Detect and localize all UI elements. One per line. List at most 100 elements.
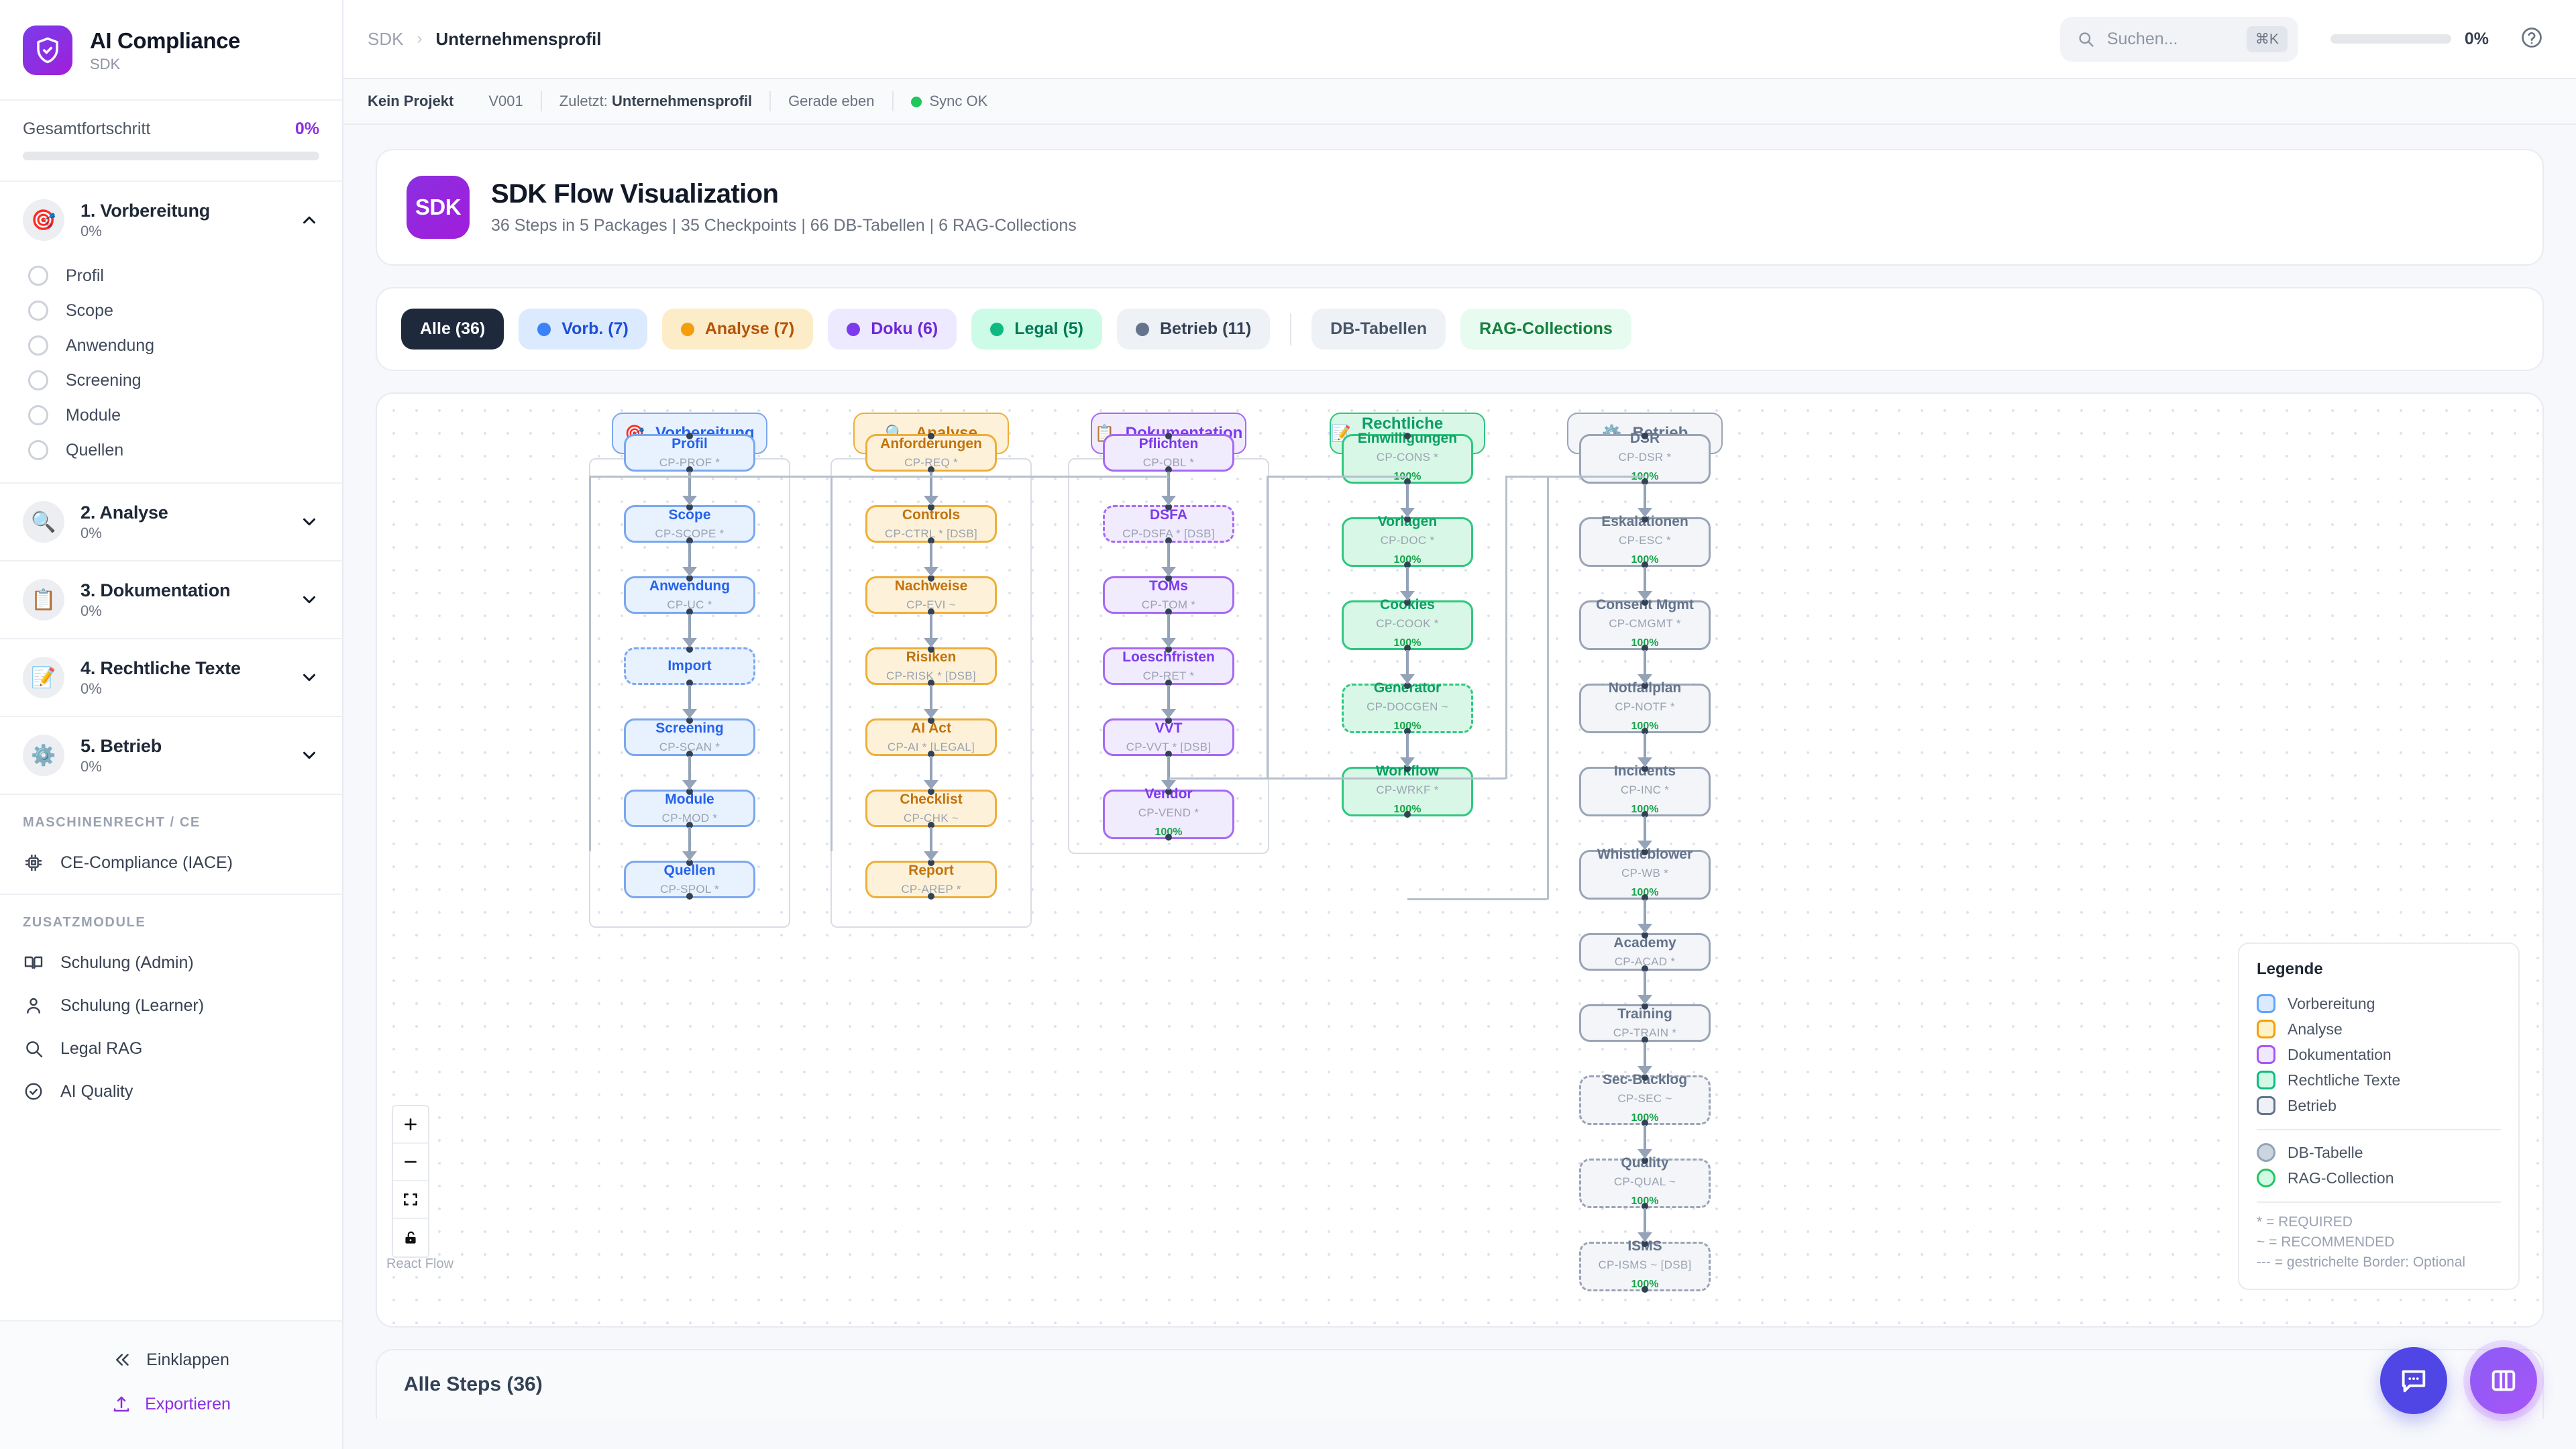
flow-node-percent: 100%	[1631, 1195, 1659, 1207]
flow-node-dsr[interactable]: DSRCP-DSR *100%	[1579, 431, 1711, 485]
sidebar-item-ai-quality[interactable]: AI Quality	[0, 1070, 342, 1113]
flow-node-workflow[interactable]: WorkflowCP-WRKF *100%	[1342, 763, 1473, 818]
filter-chip-alle-36[interactable]: Alle (36)	[401, 309, 504, 350]
flow-node-whistleblower[interactable]: WhistleblowerCP-WB *100%	[1579, 847, 1711, 901]
filter-chip-doku-6[interactable]: Doku (6)	[828, 309, 957, 350]
step-status-radio[interactable]	[28, 301, 48, 321]
legend-title: Legende	[2257, 960, 2323, 978]
sidebar-item-schulung-admin[interactable]: Schulung (Admin)	[0, 941, 342, 984]
brand-title: AI Compliance	[90, 28, 241, 53]
lock-toggle-button[interactable]	[393, 1219, 428, 1256]
breadcrumb-root[interactable]: SDK	[368, 28, 404, 49]
flow-canvas[interactable]: 🎯 Vorbereitung🔍 Analyse📋 Dokumentation📝 …	[377, 394, 2542, 1326]
phase-header-3[interactable]: 📋 3. Dokumentation 0%	[0, 561, 342, 638]
flow-node-cookies[interactable]: CookiesCP-COOK *100%	[1342, 597, 1473, 651]
export-button[interactable]: Exportieren	[0, 1382, 342, 1426]
sidebar-item-screening[interactable]: Screening	[0, 363, 342, 398]
filter-chip-betrieb-11[interactable]: Betrieb (11)	[1117, 309, 1271, 350]
flow-node-quality[interactable]: QualityCP-QUAL ~100%	[1579, 1155, 1711, 1210]
flow-edge	[930, 543, 932, 576]
flow-canvas-wrapper[interactable]: 🎯 Vorbereitung🔍 Analyse📋 Dokumentation📝 …	[376, 392, 2544, 1328]
sidebar-item-ce-compliance[interactable]: CE-Compliance (IACE)	[0, 841, 342, 884]
filter-chip-rag-collections[interactable]: RAG-Collections	[1460, 309, 1631, 350]
sidebar-item-quellen[interactable]: Quellen	[0, 433, 342, 468]
legend-label: Vorbereitung	[2288, 994, 2375, 1012]
sidebar-item-anwendung[interactable]: Anwendung	[0, 328, 342, 363]
flow-node-incidents[interactable]: IncidentsCP-INC *100%	[1579, 763, 1711, 818]
meta-last-label: Zuletzt:	[559, 93, 608, 109]
sidebar-item-module[interactable]: Module	[0, 398, 342, 433]
panel-fab[interactable]	[2470, 1347, 2537, 1414]
flow-node-einwilligungen[interactable]: EinwilligungenCP-CONS *100%	[1342, 431, 1473, 485]
sidebar-item-schulung-learner[interactable]: Schulung (Learner)	[0, 984, 342, 1027]
filter-chip-vorb-7[interactable]: Vorb. (7)	[519, 309, 647, 350]
flow-node-notfallplan[interactable]: NotfallplanCP-NOTF *100%	[1579, 680, 1711, 735]
zoom-in-button[interactable]	[393, 1106, 428, 1144]
flow-node-sec-backlog[interactable]: Sec-BacklogCP-SEC ~100%	[1579, 1072, 1711, 1126]
filter-chip-analyse-7[interactable]: Analyse (7)	[661, 309, 814, 350]
node-port-top	[686, 717, 693, 724]
brand-header[interactable]: AI Compliance SDK	[0, 0, 342, 101]
filter-chip-db-tabellen[interactable]: DB-Tabellen	[1311, 309, 1446, 350]
flow-node-isms[interactable]: ISMSCP-ISMS ~ [DSB]100%	[1579, 1238, 1711, 1293]
step-status-radio[interactable]	[28, 370, 48, 390]
node-port-bottom	[1404, 561, 1411, 568]
phase-header-1[interactable]: 🎯 1. Vorbereitung 0%	[0, 182, 342, 258]
chat-fab[interactable]	[2380, 1347, 2447, 1414]
fit-view-button[interactable]	[393, 1181, 428, 1219]
sidebar-item-label: AI Quality	[60, 1081, 133, 1101]
sidebar-item-profil[interactable]: Profil	[0, 258, 342, 293]
phase-header-4[interactable]: 📝 4. Rechtliche Texte 0%	[0, 639, 342, 716]
flow-edge	[930, 685, 932, 718]
flow-node-percent: 100%	[1393, 637, 1421, 649]
flow-node-eskalationen[interactable]: EskalationenCP-ESC *100%	[1579, 514, 1711, 568]
collapse-sidebar-button[interactable]: Einklappen	[0, 1338, 342, 1382]
phase-header-2[interactable]: 🔍 2. Analyse 0%	[0, 484, 342, 560]
flow-node-code: CP-ISMS ~ [DSB]	[1598, 1258, 1692, 1271]
node-port-bottom	[1404, 811, 1411, 818]
step-status-radio[interactable]	[28, 440, 48, 460]
node-port-top	[1642, 1003, 1648, 1010]
sidebar-item-legal-rag[interactable]: Legal RAG	[0, 1027, 342, 1070]
meta-separator	[769, 91, 771, 111]
step-status-radio[interactable]	[28, 335, 48, 356]
flow-node-import[interactable]: Import	[624, 646, 755, 686]
step-status-radio[interactable]	[28, 266, 48, 286]
flow-node-vorlagen[interactable]: VorlagenCP-DOC *100%	[1342, 514, 1473, 568]
search-input[interactable]: Suchen... ⌘K	[2059, 16, 2298, 62]
filter-chip-legal-5[interactable]: Legal (5)	[971, 309, 1102, 350]
sidebar-item-label: CE-Compliance (IACE)	[60, 853, 233, 872]
phase-header-5[interactable]: ⚙️ 5. Betrieb 0%	[0, 717, 342, 794]
zoom-out-button[interactable]	[393, 1144, 428, 1181]
filter-chip-label: Analyse (7)	[704, 319, 795, 338]
node-port-bottom	[1642, 728, 1648, 735]
sidebar-item-scope[interactable]: Scope	[0, 293, 342, 328]
flow-node-code: CP-CHK ~	[903, 811, 959, 824]
step-status-radio[interactable]	[28, 405, 48, 425]
flow-node-code: CP-DSR *	[1618, 450, 1672, 464]
help-button[interactable]	[2520, 25, 2544, 53]
flow-node-generator[interactable]: GeneratorCP-DOCGEN ~100%	[1342, 680, 1473, 735]
flow-node-vendor[interactable]: VendorCP-VEND *100%	[1103, 786, 1234, 841]
